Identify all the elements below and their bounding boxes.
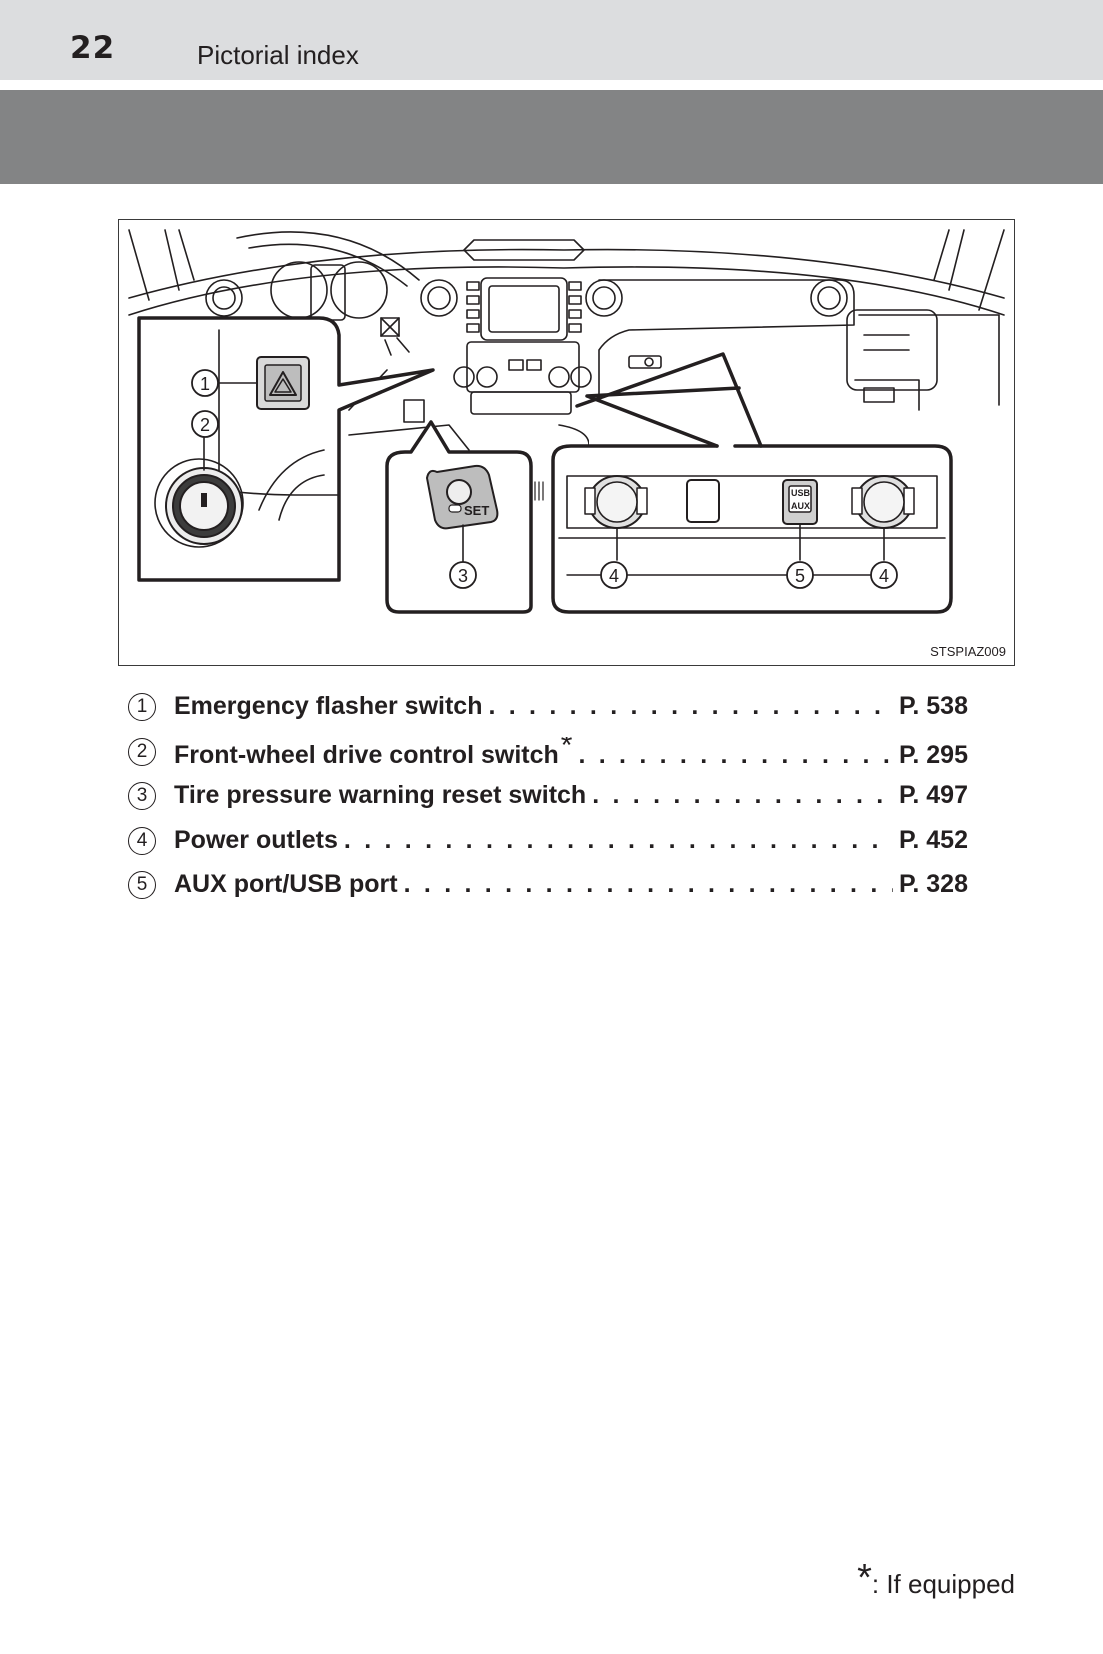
- callout-5: [786, 561, 814, 589]
- item-number: 1: [128, 693, 156, 721]
- dot-leader: [488, 692, 892, 721]
- page-reference[interactable]: P. 452: [898, 825, 968, 854]
- inset-outlets: USB AUX: [534, 352, 953, 614]
- callout-2-num: 2: [200, 415, 210, 435]
- figure-code: STSPIAZ009: [930, 644, 1006, 659]
- pictorial-index-list: 1 Emergency flasher switch P. 538 2 Fron…: [128, 690, 968, 913]
- callout-5-num: 5: [795, 566, 805, 586]
- item-title: Power outlets: [174, 825, 338, 854]
- index-item: 1 Emergency flasher switch P. 538: [128, 690, 968, 735]
- footnote-text: : If equipped: [871, 1569, 1015, 1599]
- dashboard-illustration: SET USB AUX: [118, 219, 1015, 666]
- item-entry: AUX port/USB port P. 328: [174, 870, 968, 899]
- if-equipped-marker: *: [560, 736, 573, 762]
- page-reference[interactable]: P. 538: [898, 692, 968, 720]
- callout-4a: [600, 561, 628, 589]
- page-number: 22: [70, 30, 116, 66]
- dot-leader: [404, 870, 893, 899]
- set-label: SET: [464, 503, 489, 518]
- item-title: Tire pressure warning reset switch: [174, 781, 587, 809]
- footnote: *: If equipped: [857, 1557, 1015, 1603]
- item-entry: Front-wheel drive control switch * P. 29…: [174, 737, 968, 771]
- item-number: 3: [128, 782, 156, 810]
- page-reference[interactable]: P. 295: [898, 740, 968, 769]
- header-gray-band: [0, 90, 1103, 184]
- callout-3-num: 3: [458, 566, 468, 586]
- item-entry: Tire pressure warning reset switch P. 49…: [174, 781, 968, 810]
- index-item: 3 Tire pressure warning reset switch P. …: [128, 779, 968, 824]
- inset-tpms-set: SET: [385, 420, 533, 614]
- callout-4a-num: 4: [609, 566, 619, 586]
- footnote-marker: *: [857, 1557, 872, 1599]
- callout-1-num: 1: [200, 374, 210, 394]
- callout-2: [191, 410, 219, 438]
- section-title: Pictorial index: [197, 40, 359, 70]
- index-item: 5 AUX port/USB port P. 328: [128, 868, 968, 913]
- item-number: 4: [128, 826, 156, 855]
- index-item: 2 Front-wheel drive control switch * P. …: [128, 735, 968, 780]
- page-reference[interactable]: P. 497: [898, 781, 968, 809]
- callout-3: [449, 561, 477, 589]
- usb-label: USB: [791, 488, 811, 498]
- item-title: AUX port/USB port: [174, 870, 398, 898]
- index-item: 4 Power outlets P. 452: [128, 824, 968, 869]
- callout-4b: [870, 561, 898, 589]
- item-number: 5: [128, 871, 156, 899]
- item-entry: Power outlets P. 452: [174, 826, 968, 855]
- item-title: Emergency flasher switch: [174, 692, 483, 720]
- callout-1: [191, 369, 219, 397]
- item-number: 2: [128, 737, 156, 766]
- dot-leader: [592, 781, 893, 810]
- dot-leader: [578, 741, 892, 770]
- page-reference[interactable]: P. 328: [898, 870, 968, 898]
- item-title: Front-wheel drive control switch: [174, 740, 559, 769]
- page-header: 22 Pictorial index: [0, 0, 1103, 80]
- dot-leader: [344, 826, 893, 855]
- item-entry: Emergency flasher switch P. 538: [174, 692, 968, 721]
- aux-label: AUX: [791, 501, 810, 511]
- callout-4b-num: 4: [879, 566, 889, 586]
